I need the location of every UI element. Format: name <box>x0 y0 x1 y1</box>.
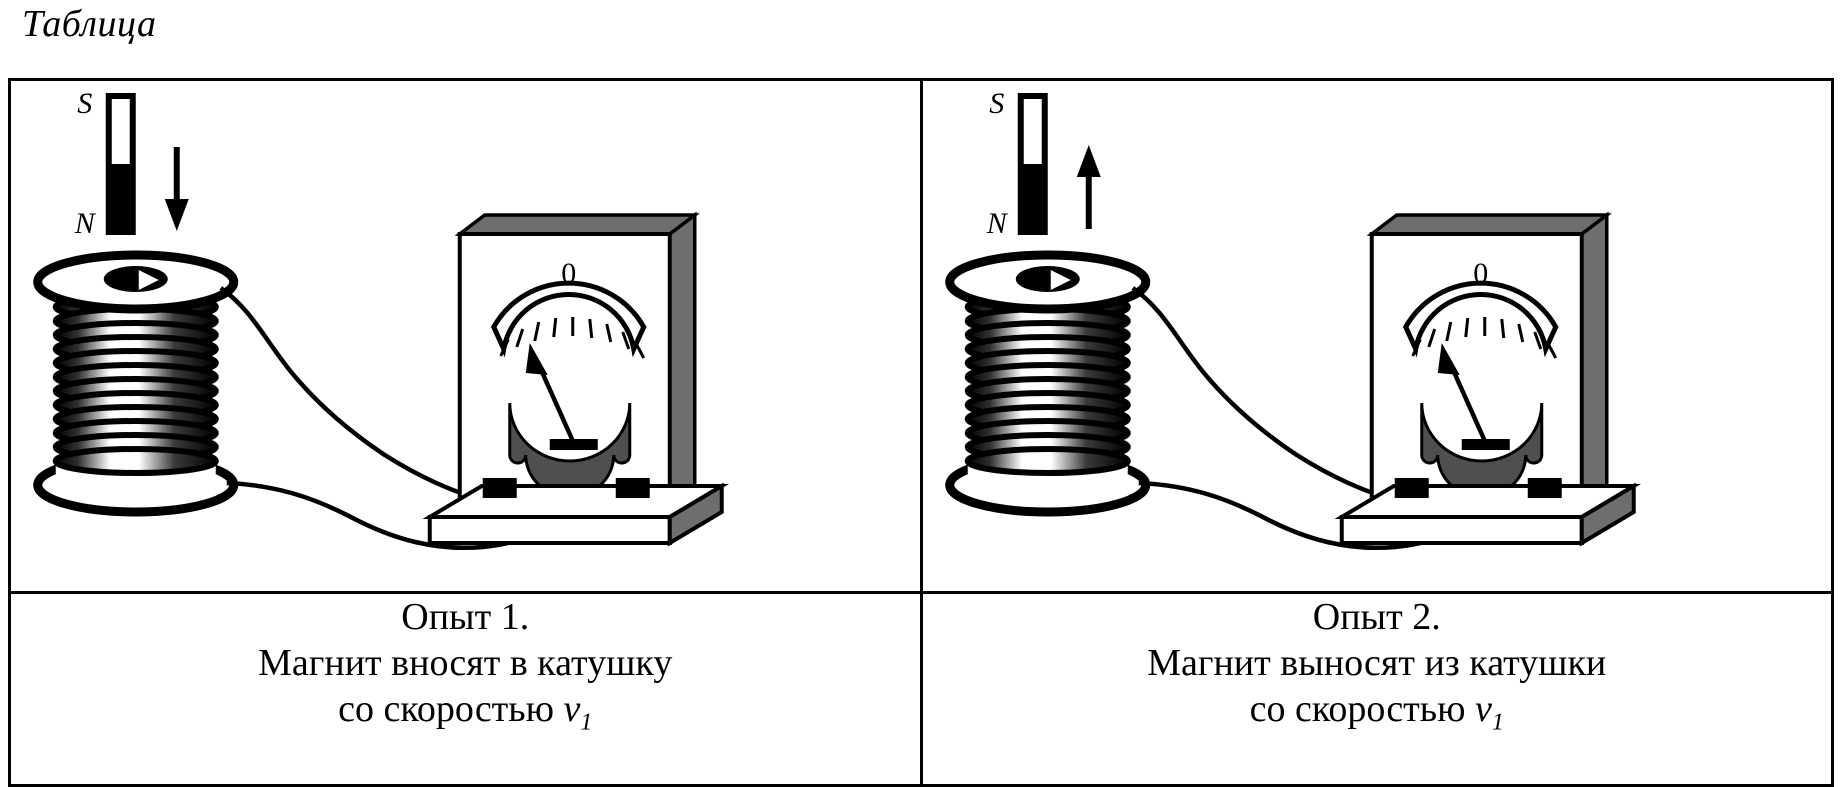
magnet-south-pole-label: S <box>77 87 92 120</box>
caption-2-line-2: Магнит выносят из катушки <box>1147 642 1607 684</box>
meter-terminal-right[interactable] <box>1527 478 1562 498</box>
meter-base-side <box>667 482 724 547</box>
caption-1-speed-prefix: со скоростью <box>338 688 564 730</box>
meter-base-front <box>427 515 672 545</box>
arrow-down-icon <box>164 147 189 231</box>
wire-upper <box>219 286 480 502</box>
meter-needle-pivot <box>1461 439 1510 450</box>
meter-needle-pivot <box>549 439 598 450</box>
meter-base-side <box>1579 482 1636 547</box>
arrow-up-icon <box>1076 145 1101 229</box>
figure-cell-experiment-1: S N <box>8 78 923 594</box>
caption-1-line-3: со скоростью v1 <box>11 686 920 746</box>
caption-2-line-1: Опыт 2. <box>1312 596 1441 638</box>
meter-horseshoe-magnet <box>1419 402 1543 499</box>
figures-row: S N <box>8 78 1834 594</box>
meter-base-front <box>1339 515 1584 545</box>
figure-cell-experiment-2: S N <box>919 78 1834 594</box>
bar-magnet <box>105 93 136 235</box>
magnet-south-pole-label: S <box>989 87 1004 120</box>
experiment-2-diagram: S N <box>944 87 1641 551</box>
meter-needle <box>1437 343 1488 444</box>
meter-scale-ticks <box>499 317 646 359</box>
meter-terminal-left[interactable] <box>482 478 517 498</box>
galvanometer: 0 <box>422 211 730 547</box>
meter-terminal-right[interactable] <box>615 478 650 498</box>
induction-coil <box>944 250 1150 517</box>
caption-1-speed-symbol: v <box>563 688 581 730</box>
meter-terminal-left[interactable] <box>1394 478 1429 498</box>
meter-scale-ticks <box>1410 317 1557 359</box>
caption-2-speed-subscript: 1 <box>1491 709 1504 736</box>
experiments-table: S N <box>8 78 1834 787</box>
caption-cell-experiment-2: Опыт 2. Магнит выносят из катушки со ско… <box>919 591 1834 787</box>
caption-2-speed-symbol: v <box>1475 688 1492 730</box>
meter-scale-arc <box>490 280 647 358</box>
captions-row: Опыт 1. Магнит вносят в катушку со скоро… <box>8 591 1834 787</box>
magnet-north-pole-label: N <box>985 207 1008 240</box>
induction-coil <box>33 250 239 517</box>
meter-needle <box>525 343 576 444</box>
experiment-1-diagram: S N <box>33 87 730 551</box>
experiments-table-wrapper: S N <box>8 78 1834 787</box>
caption-1-speed-subscript: 1 <box>580 709 593 736</box>
wire-upper <box>1130 286 1391 502</box>
caption-cell-experiment-1: Опыт 1. Магнит вносят в катушку со скоро… <box>8 591 923 787</box>
page-title: Таблица <box>22 3 157 45</box>
meter-scale-arc <box>1402 280 1559 358</box>
caption-1-line-1: Опыт 1. <box>401 596 530 638</box>
magnet-north-pole-label: N <box>74 207 97 240</box>
meter-horseshoe-magnet <box>508 402 632 499</box>
caption-2-line-3: со скоростью v1 <box>923 686 1832 746</box>
bar-magnet <box>1017 93 1048 235</box>
caption-2-speed-prefix: со скоростью <box>1249 688 1476 730</box>
galvanometer: 0 <box>1333 211 1641 547</box>
caption-1-line-2: Магнит вносят в катушку <box>258 642 673 684</box>
